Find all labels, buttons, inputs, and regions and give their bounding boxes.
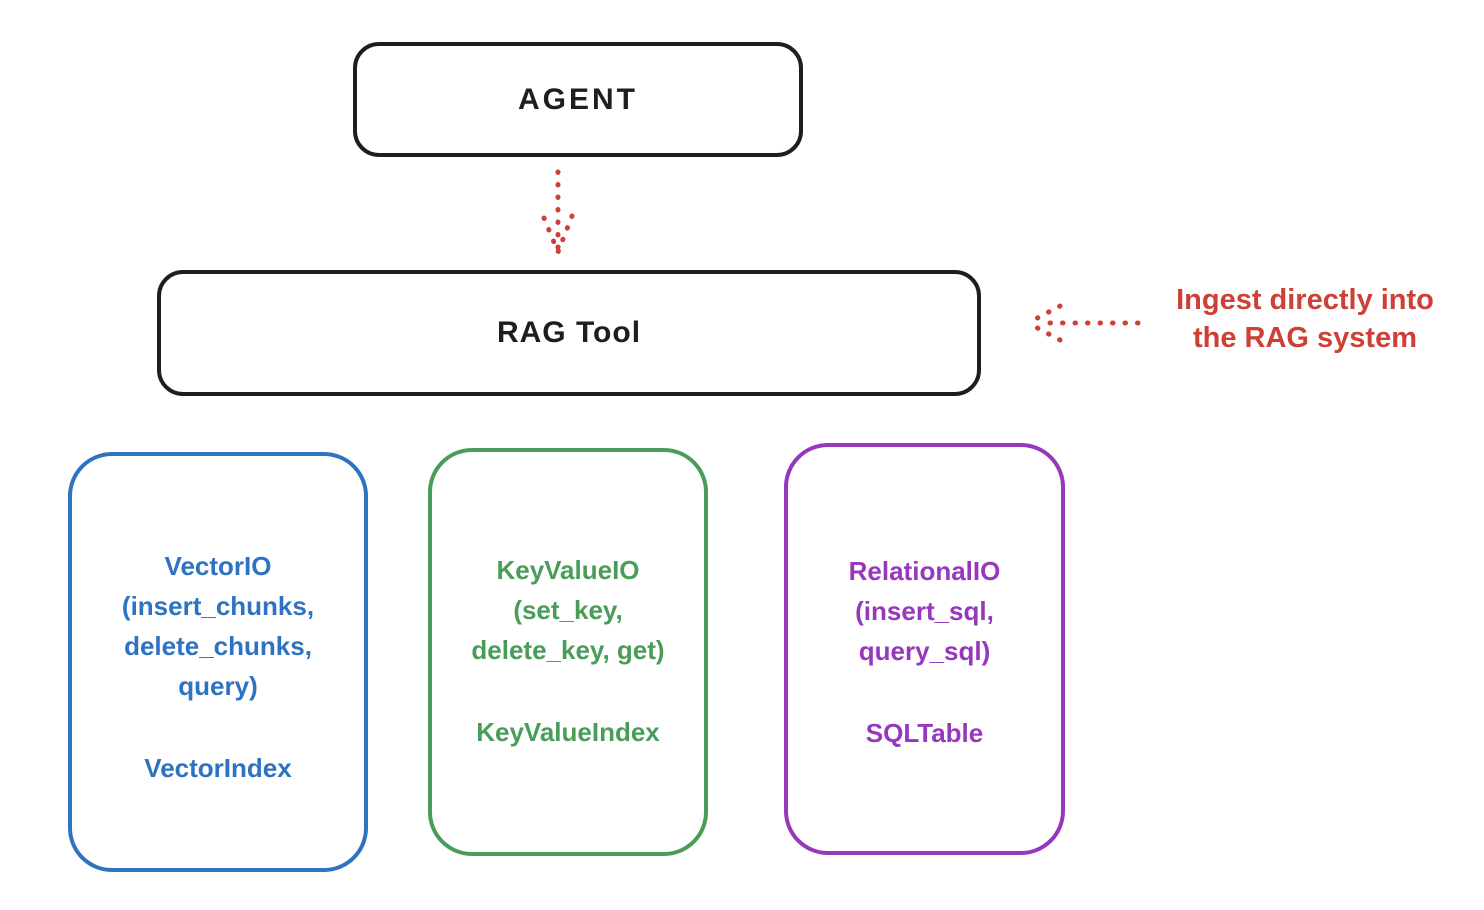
- vector-io-methods-line2: delete_chunks,: [124, 631, 312, 661]
- vector-index-label: VectorIndex: [144, 753, 292, 783]
- ingest-annotation-line1: Ingest directly into: [1176, 284, 1434, 316]
- rag-tool-box: RAG Tool: [157, 270, 981, 396]
- relational-io-box: RelationalIO (insert_sql, query_sql) SQL…: [784, 443, 1065, 855]
- dotted-arrow-down-icon: [541, 169, 575, 255]
- keyvalue-io-box: KeyValueIO (set_key, delete_key, get) Ke…: [428, 448, 708, 856]
- ingest-annotation-line2: the RAG system: [1192, 322, 1417, 354]
- agent-box: AGENT: [353, 42, 803, 157]
- relational-io-methods-line2: query_sql): [858, 636, 991, 666]
- sql-table-label: SQLTable: [865, 718, 984, 748]
- dotted-arrow-left-icon: [1025, 303, 1141, 343]
- vector-io-title: VectorIO: [164, 551, 272, 581]
- keyvalue-io-methods-line1: (set_key,: [513, 595, 623, 625]
- relational-io-title: RelationalIO: [848, 556, 1001, 586]
- vector-io-methods-line1: (insert_chunks,: [121, 591, 315, 621]
- keyvalue-io-methods-line2: delete_key, get): [471, 635, 665, 665]
- rag-tool-box-label: RAG Tool: [496, 316, 642, 349]
- vector-io-box: VectorIO (insert_chunks, delete_chunks, …: [68, 452, 368, 872]
- keyvalue-io-title: KeyValueIO: [496, 555, 640, 585]
- relational-io-methods-line1: (insert_sql,: [855, 596, 994, 626]
- agent-box-label: AGENT: [518, 82, 638, 116]
- vector-io-methods-line3: query): [178, 671, 258, 701]
- keyvalue-index-label: KeyValueIndex: [476, 717, 660, 747]
- ingest-annotation: Ingest directly into the RAG system: [1130, 281, 1480, 357]
